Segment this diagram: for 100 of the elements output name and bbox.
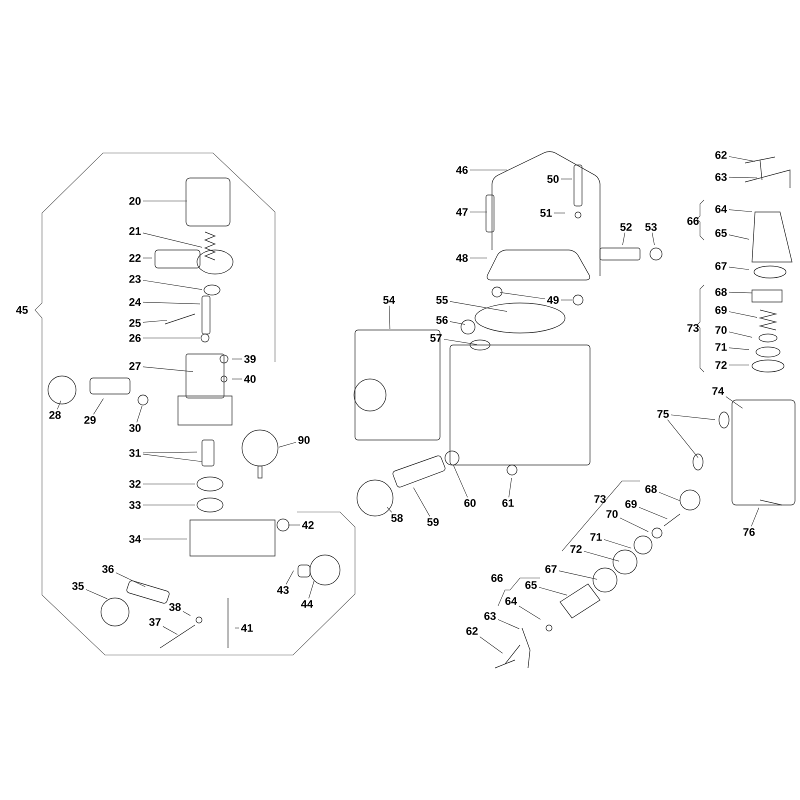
leader-line [728,266,750,270]
leader-line [142,452,198,454]
callout-number: 71 [715,343,727,351]
callout-number: 20 [129,197,141,205]
callout-number: 53 [645,223,657,231]
callout-number: 30 [129,424,141,432]
callout-number: 64 [715,205,728,213]
leader-line [232,378,242,380]
callout-number: 71 [590,533,602,541]
leader-line [728,156,756,162]
leader-line [728,292,752,294]
callout-number: 72 [570,545,582,553]
leader-line [388,305,390,330]
callout-number: 45 [16,306,28,314]
callout-number: 69 [625,500,637,508]
callout-number: 70 [715,326,727,334]
leader-line [604,539,632,548]
callout-number: 37 [149,618,161,626]
leader-line [728,311,758,318]
leader-line [584,550,620,562]
leader-line [728,234,750,240]
callout-number: 73 [594,495,606,503]
leader-line [652,232,655,246]
callout-number: 70 [606,510,618,518]
leader-line [560,178,572,180]
callout-number: 31 [129,449,141,457]
callout-number: 46 [456,166,468,174]
leader-line [232,358,242,360]
leader-line [413,487,430,517]
leader-line [278,442,296,448]
callout-number: 22 [129,254,141,262]
callout-number: 59 [427,518,439,526]
leader-line [667,419,698,458]
callout-number: 33 [129,501,141,509]
leader-line [142,320,168,323]
leader-line [142,454,202,462]
leader-line [480,636,503,654]
callout-number: 21 [129,227,141,235]
callout-number: 49 [547,296,559,304]
leader-line [638,506,668,520]
leader-line [658,492,681,502]
callout-number: 41 [241,624,253,632]
leader-line [728,364,750,366]
leader-line [558,570,598,580]
leader-line [286,570,294,585]
callout-number: 68 [715,288,727,296]
leader-line [142,302,200,304]
leader-line [142,538,188,540]
leader-line [751,507,760,527]
callout-number: 64 [505,597,518,605]
leader-line [622,232,626,246]
leader-line [500,292,546,300]
leader-line [728,347,750,350]
callout-number: 67 [545,565,557,573]
leader-line [670,414,716,420]
callout-number: 66 [687,217,699,225]
leader-line [728,209,752,212]
callout-number: 58 [391,514,403,522]
callout-number: 38 [169,603,181,611]
leader-line [162,626,178,635]
callout-number: 62 [466,627,478,635]
callout-number: 54 [383,296,396,304]
leader-line [93,398,104,415]
callout-number: 68 [645,485,657,493]
leader-line [508,478,512,498]
callout-number: 69 [715,306,727,314]
leader-line [728,332,752,338]
callout-number: 67 [715,262,727,270]
callout-number: 24 [129,298,142,306]
callout-number: 35 [72,582,84,590]
callout-number: 61 [502,499,514,507]
leader-line [450,321,466,325]
leader-line [142,280,202,290]
leader-line [142,200,188,202]
leader-line [518,606,541,620]
callout-number: 52 [620,223,632,231]
callout-number: 27 [129,362,141,370]
leader-line [554,212,566,214]
callout-number: 65 [525,581,537,589]
callout-number: 39 [244,355,256,363]
leader-line [57,400,62,410]
leader-line [116,572,146,588]
callout-number: 23 [129,275,141,283]
callout-number: 75 [657,410,669,418]
callout-number: 90 [298,436,310,444]
leader-line [308,580,314,599]
callout-number: 56 [436,316,448,324]
callout-number: 60 [464,499,476,507]
callout-number: 74 [712,387,724,395]
callout-number: 44 [301,600,314,608]
callout-number: 34 [129,535,142,543]
callout-number: 50 [547,175,559,183]
leader-line [444,338,478,345]
leader-line [288,524,300,526]
leader-line [386,506,392,513]
callout-number: 48 [456,254,468,262]
callout-number: 55 [436,296,448,304]
callout-number: 73 [687,324,699,332]
leader-line [498,619,520,630]
callout-number: 65 [715,229,727,237]
